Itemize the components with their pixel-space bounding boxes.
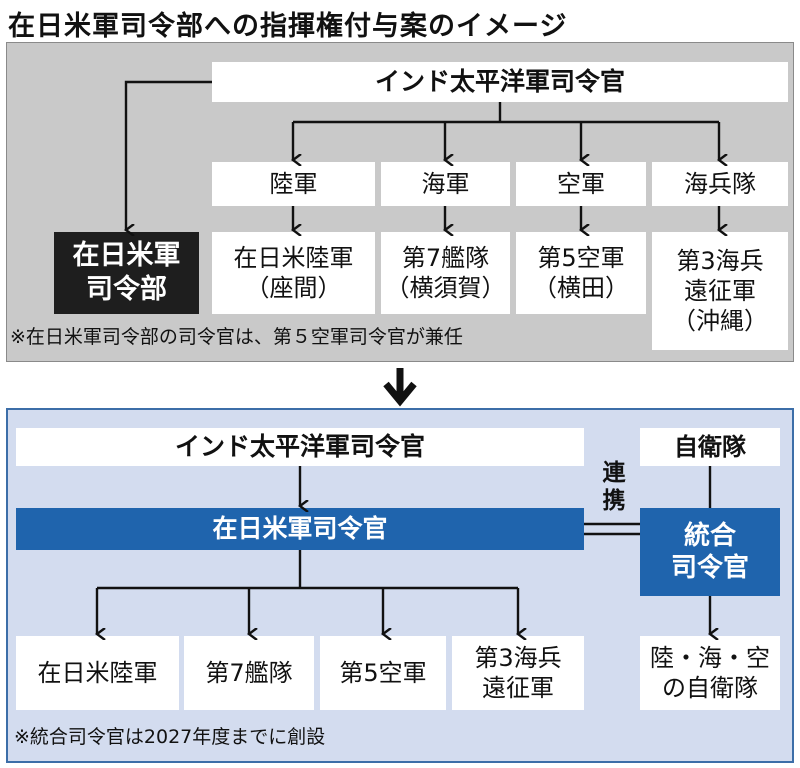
unit-label-3rd-mef-line2: 遠征軍 [684, 277, 756, 305]
service-label-army: 陸軍 [269, 170, 318, 198]
unit-location-okinawa: （沖縄） [672, 307, 768, 335]
usfj-hq-box: 在日米軍 司令部 [54, 232, 199, 314]
unit-label-3rd-mef-line1: 第3海兵 [676, 247, 764, 275]
bottom-unit-label-5th-af: 第5空軍 [339, 659, 427, 687]
arrow-indopacom-to-usfj-hq [126, 80, 212, 230]
sdf-box: 自衛隊 [640, 428, 780, 466]
usfj-commander-label: 在日米軍司令官 [212, 514, 388, 544]
unit-box-3rd-mef: 第3海兵 遠征軍 （沖縄） [652, 232, 788, 350]
bottom-indopacom-box: インド太平洋軍司令官 [16, 428, 584, 466]
indopacom-commander-box: インド太平洋軍司令官 [212, 62, 788, 102]
usfj-hq-label-line2: 司令部 [86, 274, 167, 305]
bottom-unit-box-5th-af: 第5空軍 [320, 636, 446, 710]
usfj-hq-label-line1: 在日米軍 [72, 240, 181, 272]
unit-location-zama: （座間） [245, 274, 342, 302]
joint-commander-line2: 司令官 [670, 553, 749, 583]
service-box-marines: 海兵隊 [652, 162, 788, 206]
service-box-navy: 海軍 [381, 162, 510, 206]
sdf-units-line1: 陸・海・空 [650, 644, 770, 672]
joint-commander-box: 統合 司令官 [640, 508, 780, 596]
bottom-indopacom-label: インド太平洋軍司令官 [174, 432, 425, 462]
service-label-marines: 海兵隊 [684, 170, 756, 198]
diagram-title: 在日米軍司令部への指揮権付与案のイメージ [8, 11, 568, 42]
top-note: ※在日米軍司令部の司令官は、第５空軍司令官が兼任 [10, 326, 463, 348]
usfj-commander-box: 在日米軍司令官 [16, 508, 584, 550]
service-label-airforce: 空軍 [557, 170, 605, 198]
unit-location-yokosuka: （横須賀） [385, 274, 506, 302]
unit-label-7th-fleet: 第7艦隊 [401, 244, 490, 272]
service-box-airforce: 空軍 [516, 162, 646, 206]
unit-box-7th-fleet: 第7艦隊 （横須賀） [381, 232, 510, 314]
joint-commander-line1: 統合 [683, 520, 736, 551]
indopacom-commander-label: インド太平洋軍司令官 [374, 67, 625, 97]
bottom-unit-box-7th-fleet: 第7艦隊 [184, 636, 314, 710]
bottom-unit-box-usarj: 在日米陸軍 [16, 636, 179, 710]
sdf-units-line2: の自衛隊 [662, 674, 758, 702]
unit-box-5th-af: 第5空軍 （横田） [516, 232, 646, 314]
bottom-unit-label-3rd-mef-line2: 遠征軍 [482, 674, 554, 702]
transition-arrow-icon [383, 368, 417, 407]
service-label-navy: 海軍 [421, 170, 470, 198]
renkei-char1: 連 [602, 460, 626, 486]
bottom-unit-label-usarj: 在日米陸軍 [37, 659, 158, 687]
bottom-note: ※統合司令官は2027年度までに創設 [14, 726, 326, 748]
renkei-char2: 携 [602, 487, 626, 514]
unit-label-5th-af: 第5空軍 [537, 244, 625, 272]
renkei-label: 連 携 [596, 460, 632, 515]
unit-box-usarj: 在日米陸軍 （座間） [212, 232, 375, 314]
unit-label-usarj: 在日米陸軍 [233, 244, 354, 272]
bottom-unit-box-3rd-mef: 第3海兵 遠征軍 [452, 636, 584, 710]
bottom-unit-label-3rd-mef-line1: 第3海兵 [474, 644, 562, 672]
unit-location-yokota: （横田） [533, 274, 629, 302]
service-box-army: 陸軍 [212, 162, 375, 206]
bottom-unit-label-7th-fleet: 第7艦隊 [205, 659, 293, 687]
sdf-label: 自衛隊 [674, 433, 746, 461]
sdf-units-box: 陸・海・空 の自衛隊 [640, 636, 780, 710]
